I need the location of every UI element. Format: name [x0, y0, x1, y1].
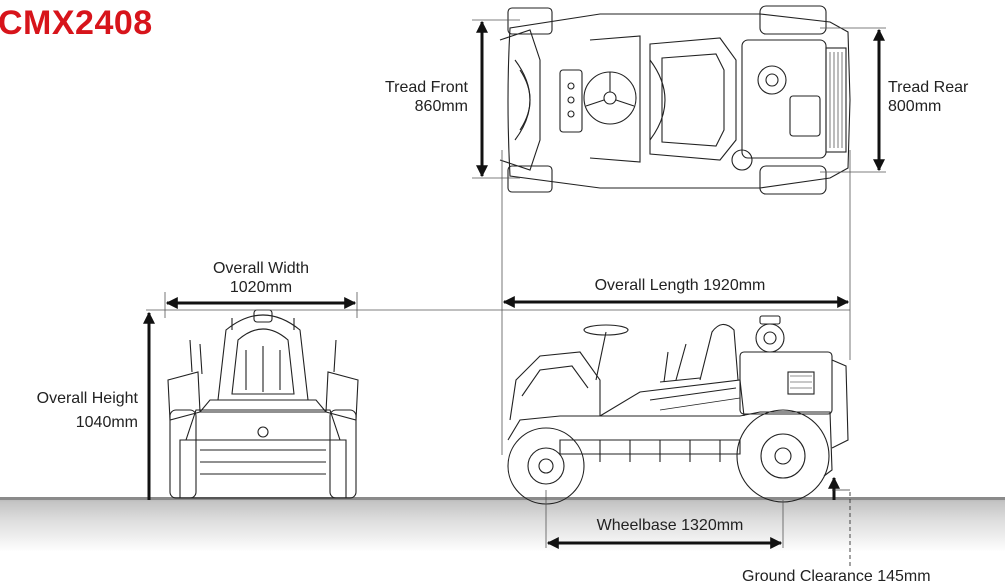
tread-rear-value: 800mm — [888, 98, 942, 115]
model-title: CMX2408 — [0, 4, 153, 42]
overall-height-value: 1040mm — [75, 414, 138, 431]
overall-width-label: Overall Width 1020mm — [166, 259, 356, 297]
overall-width-title: Overall Width — [212, 260, 310, 277]
tread-rear-dimension — [820, 27, 886, 173]
overall-height-label: Overall Height 1040mm — [8, 389, 138, 432]
ground-surface — [0, 498, 1005, 552]
wheelbase-label: Wheelbase 1320mm — [596, 517, 744, 534]
ground-clearance-dimension — [828, 476, 851, 566]
top-view-drawing — [499, 5, 851, 195]
front-view-drawing — [167, 309, 359, 499]
overall-length-extension-lines — [501, 150, 851, 455]
ground-clearance-label: Ground Clearance 145mm — [742, 568, 931, 585]
overall-width-dimension — [164, 292, 358, 318]
tread-front-dimension — [472, 19, 520, 179]
overall-height-title: Overall Height — [36, 390, 138, 407]
tread-front-label: Tread Front 860mm — [370, 78, 468, 116]
ground-line — [0, 497, 1005, 500]
wheelbase-dimension — [545, 490, 784, 549]
overall-height-dimension — [143, 309, 850, 500]
tread-front-value: 860mm — [414, 98, 468, 115]
overall-length-label: Overall Length 1920mm — [594, 277, 766, 294]
tread-front-title: Tread Front — [385, 79, 468, 96]
side-view-drawing — [507, 315, 849, 505]
overall-width-value: 1020mm — [229, 279, 293, 296]
tread-rear-label: Tread Rear 800mm — [888, 78, 968, 116]
tread-rear-title: Tread Rear — [888, 79, 969, 96]
